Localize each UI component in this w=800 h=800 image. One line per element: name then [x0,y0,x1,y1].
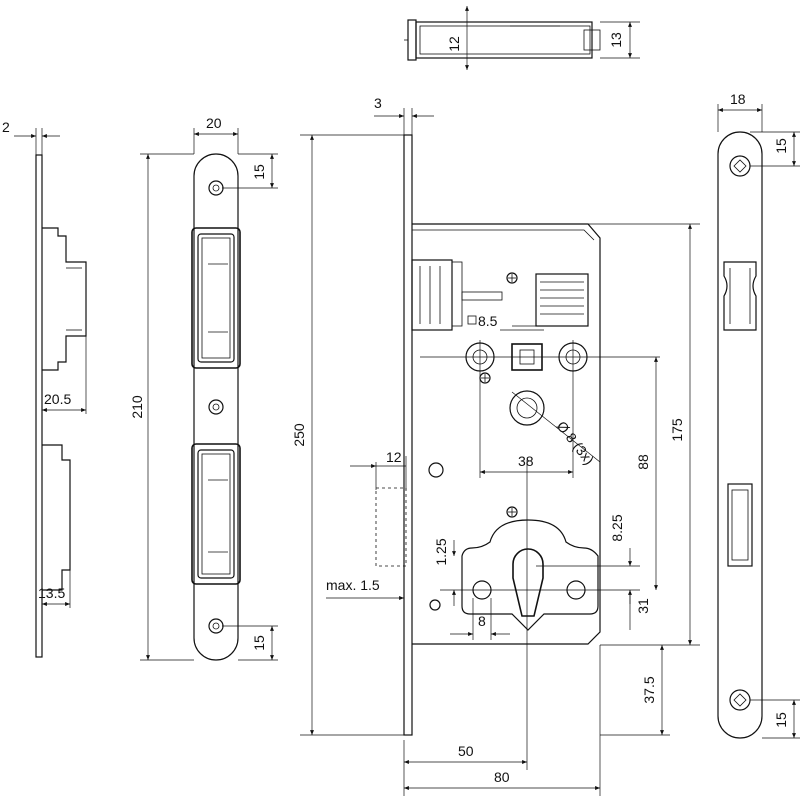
top-view: 12 13 [404,6,640,70]
dim-hole-38: 38 [518,453,534,469]
dim-front-15-top: 15 [773,138,789,154]
dim-square-8-5: 8.5 [478,313,498,329]
dim-cyl-1-25: 1.25 [433,538,449,565]
dim-cyl-31: 31 [635,598,651,614]
dim-front-18: 18 [730,91,746,107]
dim-strike-15-top: 15 [251,164,267,180]
dim-follower-88: 88 [635,454,651,470]
dim-body-80: 80 [494,769,510,785]
dim-cyl-8: 8 [478,613,486,629]
dim-top-12: 12 [446,36,462,52]
dim-max-1-5: max. 1.5 [326,577,380,593]
dim-side-2: 2 [2,119,10,135]
body-dimensions: 3 250 175 88 38 Ø 8 (3x) 12 max. 1.5 1.2… [291,95,692,796]
dim-strike-210: 210 [129,395,145,419]
dim-bottom-37-5: 37.5 [641,676,657,703]
strike-plate-front: 20 15 15 210 [129,115,278,661]
dim-strike-15-bottom: 15 [251,635,267,651]
dim-front-15-bottom: 15 [773,712,789,728]
dim-side-13-5: 13.5 [38,585,65,601]
dim-side-20-5: 20.5 [44,391,71,407]
dim-faceplate-250: 250 [291,423,307,447]
dim-backset-50: 50 [458,743,474,759]
strike-side-view: 2 20.5 13.5 [2,119,87,658]
faceplate-front-view: 18 15 15 [717,91,800,739]
dim-faceplate-3: 3 [374,95,382,111]
dim-cyl-8-25: 8.25 [609,514,625,541]
dim-latch-12: 12 [386,449,402,465]
lock-body: 8.5 [375,134,700,770]
dim-hole-diameter: Ø 8 (3x) [554,418,598,468]
dim-top-13: 13 [608,32,624,48]
dim-body-175: 175 [669,418,685,442]
dim-strike-20: 20 [206,115,222,131]
